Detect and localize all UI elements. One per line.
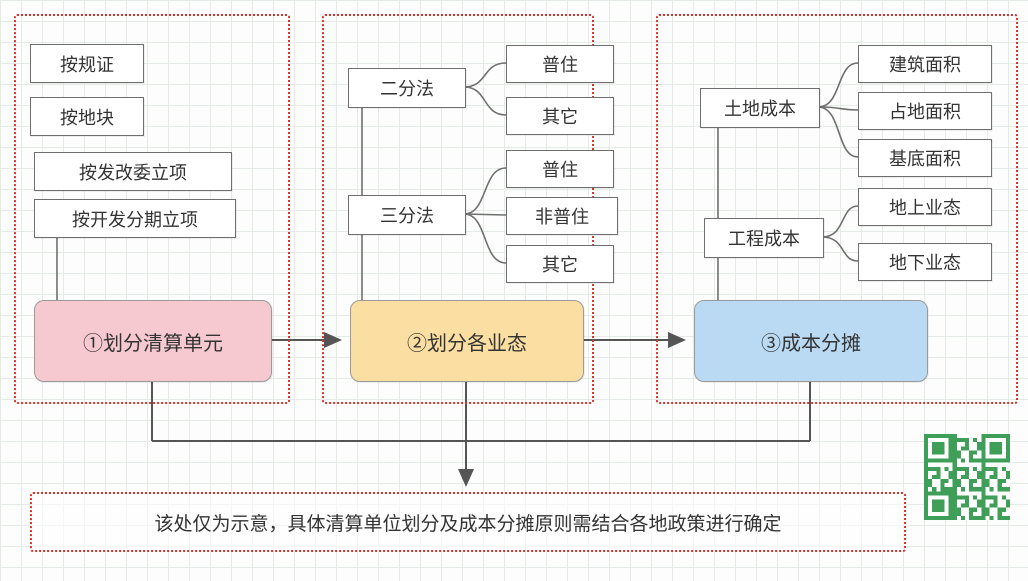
disclaimer-note: 该处仅为示意，具体清算单位划分及成本分摊原则需结合各地政策进行确定 (30, 492, 906, 552)
node-below-ground-business-label: 地下业态 (889, 253, 961, 273)
node-construction-cost: 工程成本 (704, 218, 824, 258)
node-land-cost: 土地成本 (700, 88, 820, 128)
node-footprint-area-label: 占地面积 (889, 102, 961, 122)
node-by-ndrc-approval-label: 按发改委立项 (79, 162, 187, 183)
node-two-way-split-label: 二分法 (380, 79, 434, 99)
qr-code (924, 434, 1010, 520)
result-step2-business-types: ②划分各业态 (350, 300, 584, 382)
panel-cost-allocation (656, 14, 1018, 404)
node-three-way-residential: 普住 (506, 150, 614, 188)
node-construction-cost-label: 工程成本 (728, 229, 800, 249)
node-three-way-other: 其它 (506, 245, 614, 283)
node-by-phase-approval-label: 按开发分期立项 (72, 209, 198, 230)
node-below-ground-business: 地下业态 (858, 243, 992, 281)
node-three-way-non-residential-label: 非普住 (535, 207, 589, 227)
node-by-land-plot: 按地块 (30, 97, 144, 136)
node-three-way-split-label: 三分法 (380, 206, 434, 226)
node-by-land-plot-label: 按地块 (60, 107, 114, 128)
node-two-way-split: 二分法 (348, 68, 466, 108)
node-by-permit: 按规证 (30, 44, 144, 83)
node-footprint-area: 占地面积 (858, 92, 992, 130)
node-three-way-split: 三分法 (348, 195, 466, 235)
result-step3-cost-allocation: ③成本分摊 (694, 300, 928, 382)
node-land-cost-label: 土地成本 (724, 99, 796, 119)
qr-code-image (924, 434, 1010, 520)
panel-clearing-unit (14, 14, 290, 404)
node-by-ndrc-approval: 按发改委立项 (34, 152, 232, 191)
result-step1-clearing-unit: ①划分清算单元 (34, 300, 272, 382)
node-above-ground-business: 地上业态 (858, 188, 992, 226)
result-step3-label: ③成本分摊 (761, 332, 861, 355)
node-building-area: 建筑面积 (858, 45, 992, 83)
node-base-area: 基底面积 (858, 139, 992, 177)
node-three-way-residential-label: 普住 (542, 160, 578, 180)
node-by-permit-label: 按规证 (60, 54, 114, 75)
node-two-way-other-label: 其它 (542, 107, 578, 127)
node-two-way-residential: 普住 (506, 45, 614, 83)
disclaimer-note-label: 该处仅为示意，具体清算单位划分及成本分摊原则需结合各地政策进行确定 (154, 513, 782, 535)
node-two-way-residential-label: 普住 (542, 55, 578, 75)
node-three-way-other-label: 其它 (542, 255, 578, 275)
node-three-way-non-residential: 非普住 (506, 197, 618, 235)
node-above-ground-business-label: 地上业态 (889, 198, 961, 218)
node-two-way-other: 其它 (506, 97, 614, 135)
result-step2-label: ②划分各业态 (407, 332, 527, 355)
node-building-area-label: 建筑面积 (889, 55, 961, 75)
result-step1-label: ①划分清算单元 (83, 332, 223, 355)
node-by-phase-approval: 按开发分期立项 (34, 199, 236, 238)
node-base-area-label: 基底面积 (889, 149, 961, 169)
